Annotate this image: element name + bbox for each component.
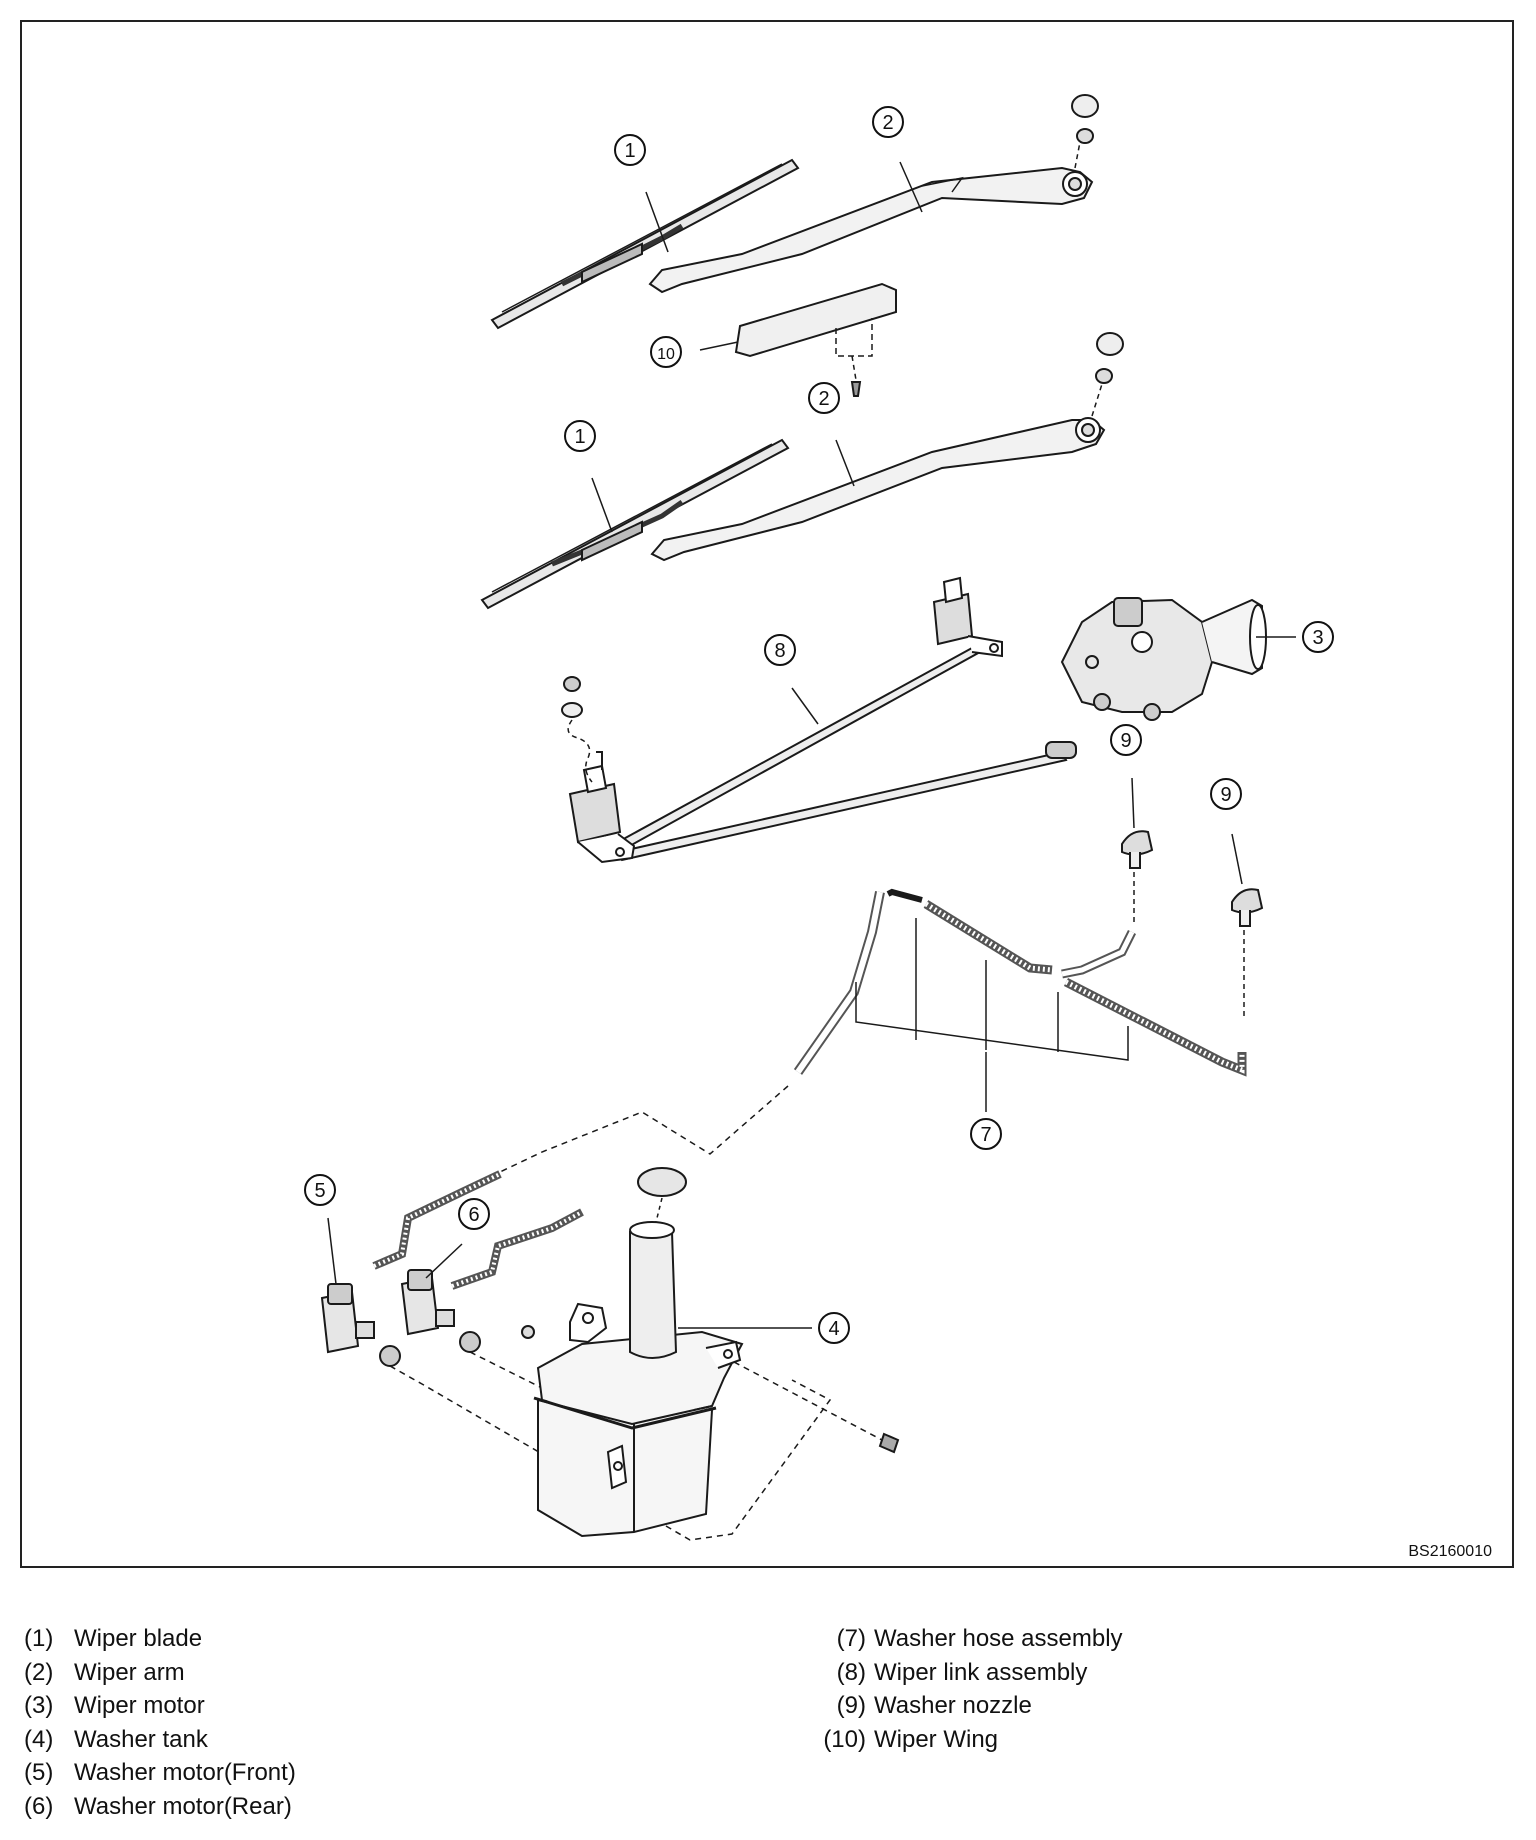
- leader-9a: [1131, 777, 1135, 829]
- legend-item: (3) Wiper motor: [24, 1689, 296, 1723]
- legend-item: (6) Washer motor(Rear): [24, 1790, 296, 1824]
- washer-nozzle-1: [1121, 830, 1154, 922]
- legend-num: (3): [24, 1692, 54, 1719]
- washer-tank: [521, 1167, 900, 1538]
- leader-8: [791, 687, 819, 725]
- legend-item: (7) Washer hose assembly: [806, 1622, 1123, 1656]
- washer-motor-rear: [400, 1269, 481, 1353]
- legend-right: (7) Washer hose assembly (8) Wiper link …: [806, 1622, 1123, 1757]
- callout-number: 2: [818, 388, 829, 410]
- wiper-link-assembly: [561, 576, 1077, 864]
- callout-c8: 8: [764, 634, 796, 666]
- callout-circle: [564, 420, 596, 452]
- callout-c3: 3: [1302, 621, 1334, 653]
- callout-circle: [764, 634, 796, 666]
- wiper-blade-lower: [480, 438, 790, 610]
- callout-number: 8: [774, 640, 785, 662]
- callout-c6: 6: [458, 1198, 490, 1230]
- callout-circle: [650, 336, 682, 368]
- callout-circle: [1210, 778, 1242, 810]
- legend-text: Washer tank: [74, 1725, 208, 1753]
- callout-circle: [808, 382, 840, 414]
- callout-number: 3: [1312, 627, 1323, 649]
- callout-circle: [818, 1312, 850, 1344]
- callout-circle: [458, 1198, 490, 1230]
- callout-c2b: 2: [808, 382, 840, 414]
- legend-text: Washer hose assembly: [874, 1625, 1123, 1652]
- legend-num: (8): [836, 1658, 866, 1686]
- legend-item: (1) Wiper blade: [24, 1622, 296, 1656]
- legend-item: (4) Washer tank: [24, 1723, 296, 1757]
- wiper-arm-upper: [648, 94, 1099, 294]
- callout-number: 9: [1220, 784, 1231, 806]
- leader-6: [425, 1243, 463, 1279]
- exploded-parts-diagram: 1 2 10 1 2 3 8 9 9 7 5 6 4 BS2160010: [304, 94, 1492, 1560]
- legend-text: Washer motor(Front): [74, 1759, 296, 1786]
- callout-c10: 10: [650, 336, 682, 368]
- callout-c2a: 2: [872, 106, 904, 138]
- leader-1b: [591, 477, 613, 533]
- callout-number: 4: [828, 1318, 839, 1340]
- wiper-arm-lower: [650, 332, 1124, 562]
- legend-text: Washer nozzle: [874, 1692, 1032, 1719]
- figure-code: BS2160010: [1408, 1543, 1492, 1560]
- leader-9b: [1231, 833, 1243, 885]
- figure-frame: 1 2 10 1 2 3 8 9 9 7 5 6 4 BS2160010: [20, 20, 1514, 1568]
- callout-c9b: 9: [1210, 778, 1242, 810]
- legend-item: (10) Wiper Wing: [806, 1723, 1123, 1757]
- legend-num: (6): [24, 1792, 54, 1820]
- legend-text: Wiper motor: [74, 1692, 205, 1719]
- callout-circle: [614, 134, 646, 166]
- callout-number: 1: [574, 426, 585, 448]
- leader-2b: [835, 439, 855, 487]
- legend-num: (1): [24, 1625, 54, 1652]
- leader-1a: [645, 191, 669, 253]
- callout-number: 2: [882, 112, 893, 134]
- callout-circle: [970, 1118, 1002, 1150]
- callout-number: 9: [1120, 730, 1131, 752]
- washer-motor-front: [320, 1283, 401, 1367]
- washer-nozzle-2: [1231, 888, 1264, 1020]
- legend-text: Wiper Wing: [874, 1725, 999, 1753]
- callout-c5: 5: [304, 1174, 336, 1206]
- legend-item: (2) Wiper arm: [24, 1656, 296, 1690]
- callout-circle: [872, 106, 904, 138]
- callout-number: 1: [624, 140, 635, 162]
- legend-num: (9): [836, 1692, 866, 1719]
- wiper-wing: [734, 282, 897, 397]
- legend-text: Wiper arm: [74, 1658, 185, 1686]
- callout-number: 6: [468, 1204, 479, 1226]
- wiper-blade-upper: [490, 158, 800, 330]
- legend-num: (2): [24, 1658, 54, 1686]
- wiper-motor: [1060, 597, 1267, 721]
- leader-5: [327, 1217, 337, 1285]
- legend-text: Washer motor(Rear): [74, 1792, 292, 1820]
- callout-c1a: 1: [614, 134, 646, 166]
- leader-2a: [899, 161, 923, 213]
- washer-motor-hoses: [372, 1170, 832, 1541]
- callout-number: 10: [657, 346, 675, 363]
- callout-c4: 4: [818, 1312, 850, 1344]
- leader-10: [699, 341, 739, 351]
- callout-c1b: 1: [564, 420, 596, 452]
- legend-item: (9) Washer nozzle: [806, 1689, 1123, 1723]
- legend-item: (5) Washer motor(Front): [24, 1756, 296, 1790]
- callout-c7: 7: [970, 1118, 1002, 1150]
- callout-c9a: 9: [1110, 724, 1142, 756]
- legend-text: Wiper blade: [74, 1625, 203, 1652]
- legend-num: (5): [24, 1759, 54, 1786]
- callout-number: 5: [314, 1180, 325, 1202]
- legend-item: (8) Wiper link assembly: [806, 1656, 1123, 1690]
- callout-circle: [304, 1174, 336, 1206]
- legend-left: (1) Wiper blade (2) Wiper arm (3) Wiper …: [24, 1622, 296, 1823]
- legend-num: (7): [836, 1625, 866, 1652]
- washer-hose-assembly: [499, 888, 1247, 1173]
- callout-number: 7: [980, 1124, 991, 1146]
- legend-num: (4): [24, 1725, 54, 1753]
- callout-circle: [1110, 724, 1142, 756]
- legend-text: Wiper link assembly: [874, 1658, 1088, 1686]
- legend-num: (10): [823, 1725, 866, 1753]
- callout-circle: [1302, 621, 1334, 653]
